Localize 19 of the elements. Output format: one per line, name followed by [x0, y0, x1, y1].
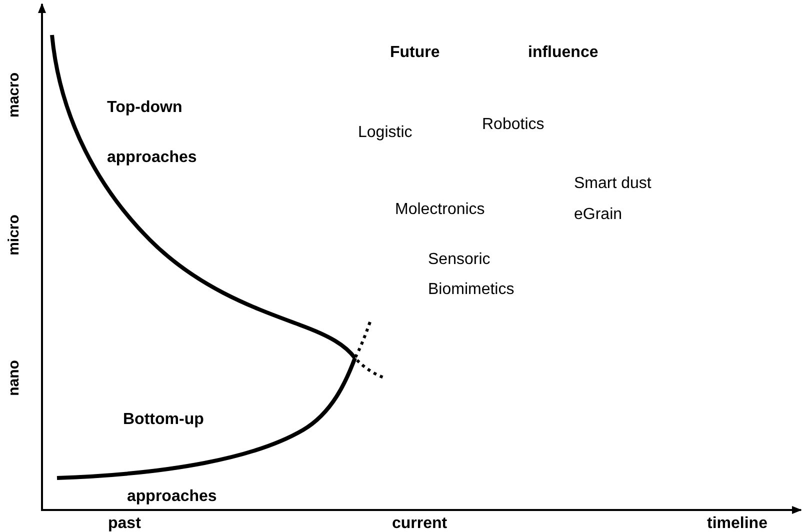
- axis-label: micro: [6, 214, 22, 256]
- text-label: Top-down: [107, 100, 182, 116]
- text-label: Bottom-up: [123, 412, 204, 428]
- text-label: eGrain: [574, 207, 622, 223]
- text-label: Future: [390, 45, 440, 61]
- text-label: Sensoric: [428, 252, 490, 268]
- text-label: timeline: [707, 516, 768, 532]
- axis-label: nano: [6, 360, 22, 396]
- text-label: approaches: [127, 489, 217, 505]
- text-label: approaches: [107, 150, 197, 166]
- text-label: current: [392, 516, 448, 532]
- text-label: past: [108, 516, 141, 532]
- text-label: Robotics: [482, 117, 544, 133]
- text-label: influence: [528, 45, 598, 61]
- text-label: Molectronics: [395, 202, 485, 218]
- axis-label: macro: [6, 72, 22, 118]
- text-label: Smart dust: [574, 176, 652, 192]
- text-label: Logistic: [358, 125, 412, 141]
- text-label: Biomimetics: [428, 282, 514, 298]
